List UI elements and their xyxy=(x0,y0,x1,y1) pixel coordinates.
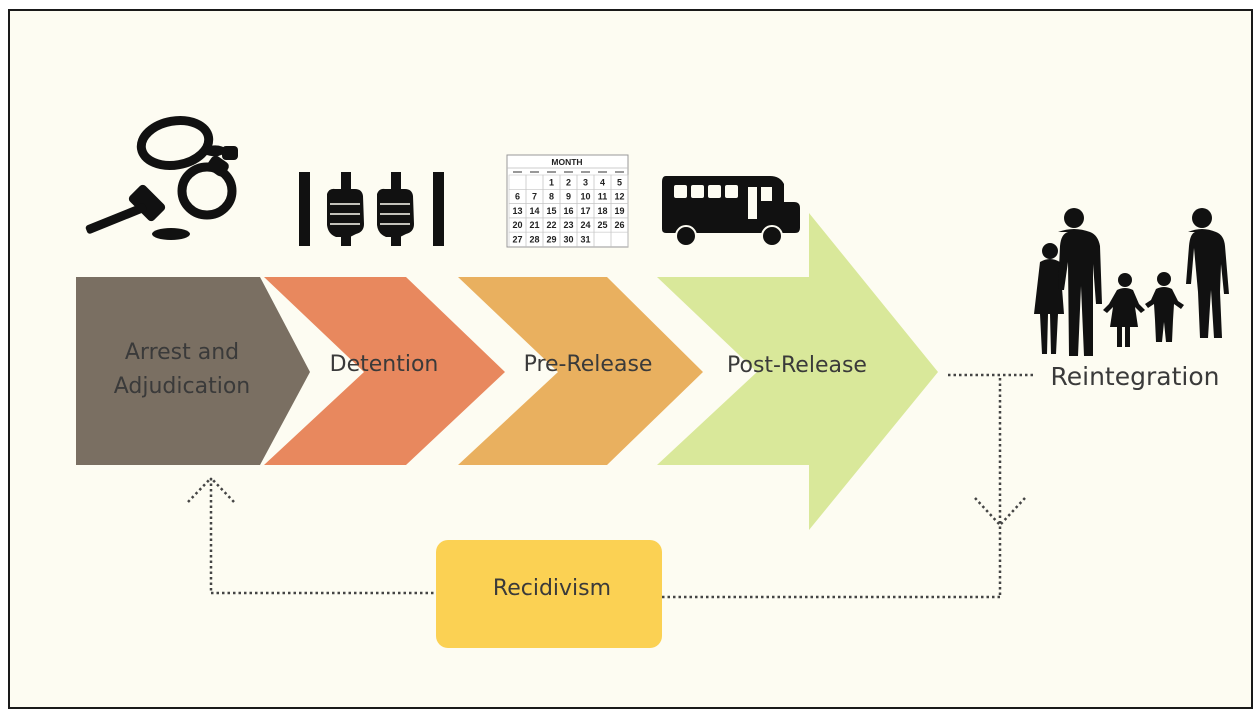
stage-arrow-post-release xyxy=(657,213,938,530)
stage-arrow-arrest xyxy=(76,277,310,465)
reintegration-label: Reintegration xyxy=(1051,362,1220,391)
family-icon xyxy=(1034,208,1229,356)
calendar-day-number: 9 xyxy=(566,192,571,202)
calendar-day-number: 8 xyxy=(549,192,554,202)
calendar-day-number: 10 xyxy=(580,192,590,202)
calendar-day-number: 5 xyxy=(617,177,622,187)
stage-label-detention: Detention xyxy=(330,352,439,377)
calendar-day-header xyxy=(513,171,522,173)
calendar-day-number: 1 xyxy=(549,177,554,187)
calendar-day-number: 24 xyxy=(580,220,590,230)
calendar-day-number: 27 xyxy=(512,235,522,245)
calendar-day-header xyxy=(547,171,556,173)
bus-icon xyxy=(662,176,800,247)
calendar-day-number: 28 xyxy=(529,235,539,245)
calendar-day-number: 12 xyxy=(614,192,624,202)
calendar-day-number: 17 xyxy=(580,206,590,216)
calendar-day-number: 30 xyxy=(563,235,573,245)
recidivism-loop-lines xyxy=(187,373,1036,599)
calendar-day-number: 7 xyxy=(532,192,537,202)
calendar-day-number: 14 xyxy=(529,206,539,216)
recidivism-box xyxy=(436,540,662,648)
calendar-day-header xyxy=(530,171,539,173)
gavel-handcuffs-icon xyxy=(85,116,238,240)
stage-arrow-pre-release xyxy=(458,277,703,465)
calendar-title: MONTH xyxy=(551,157,582,167)
calendar-day-number: 31 xyxy=(580,235,590,245)
calendar-day-number: 19 xyxy=(614,206,624,216)
calendar-day-number: 20 xyxy=(512,220,522,230)
calendar-day-header xyxy=(615,171,624,173)
calendar-day-number: 6 xyxy=(515,192,520,202)
calendar-day-header xyxy=(598,171,607,173)
calendar-day-header xyxy=(581,171,590,173)
calendar-day-number: 13 xyxy=(512,206,522,216)
calendar-day-header xyxy=(564,171,573,173)
calendar-day-number: 23 xyxy=(563,220,573,230)
recidivism-label: Recidivism xyxy=(493,576,611,601)
stage-arrow-detention xyxy=(264,277,505,465)
calendar-day-number: 2 xyxy=(566,177,571,187)
calendar-day-number: 3 xyxy=(583,177,588,187)
calendar-day-number: 29 xyxy=(546,235,556,245)
calendar-day-number: 16 xyxy=(563,206,573,216)
stage-label-arrest-line1: Arrest and xyxy=(125,340,239,365)
stage-label-pre-release: Pre-Release xyxy=(524,352,653,377)
calendar-day-number: 21 xyxy=(529,220,539,230)
stage-label-arrest-line2: Adjudication xyxy=(114,374,250,399)
calendar-day-number: 15 xyxy=(546,206,556,216)
calendar-day-number: 11 xyxy=(598,192,608,202)
calendar-day-number: 4 xyxy=(600,177,605,187)
calendar-day-number: 25 xyxy=(597,220,607,230)
calendar-day-number: 18 xyxy=(597,206,607,216)
jail-bars-icon xyxy=(299,172,444,246)
stage-label-post-release: Post-Release xyxy=(727,353,867,378)
calendar-day-number: 22 xyxy=(546,220,556,230)
calendar-cell xyxy=(610,231,629,247)
calendar-day-number: 26 xyxy=(614,220,624,230)
